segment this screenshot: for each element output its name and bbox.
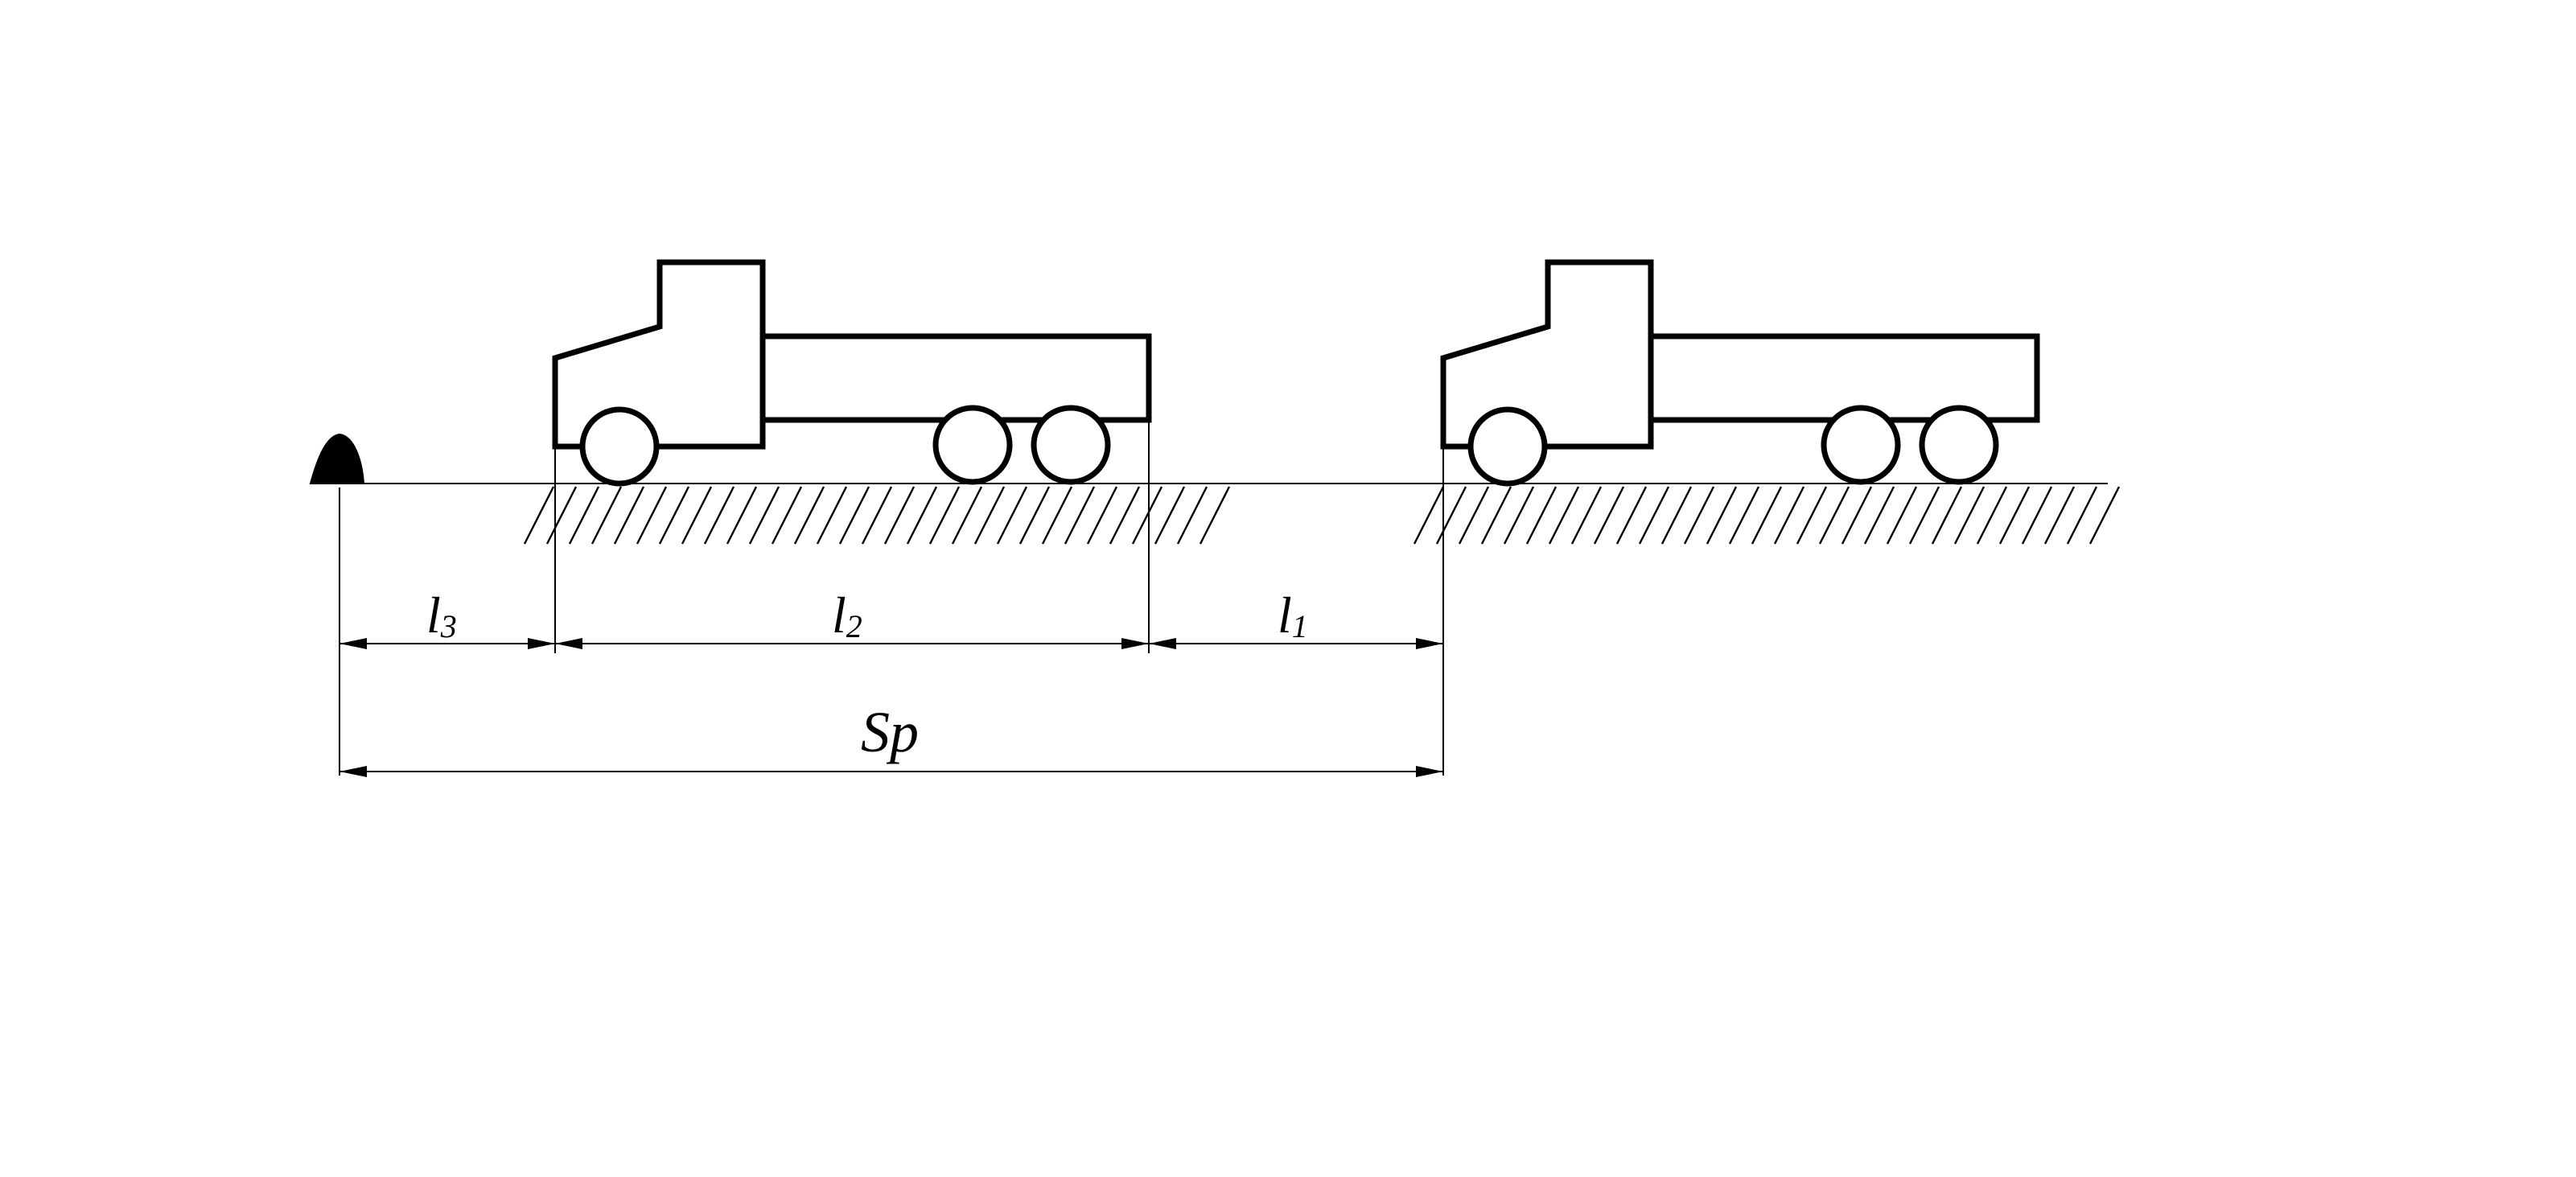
ground-hatch-right-stroke	[1435, 486, 1467, 545]
arrowhead-sp-right	[1416, 766, 1443, 777]
ground-hatch-right	[1413, 486, 2121, 545]
ground-hatch-left-stroke	[861, 486, 893, 545]
ground-hatch-right-stroke	[1525, 486, 1558, 545]
ground-hatch-left-stroke	[1086, 486, 1118, 545]
ground-hatch-left-stroke	[793, 486, 825, 545]
ground-hatch-right-stroke	[1458, 486, 1490, 545]
ground-hatch-right-stroke	[1841, 486, 1873, 545]
ground-hatch-left-stroke	[771, 486, 803, 545]
label-l2: l2	[832, 586, 862, 644]
ground-hatch-right-stroke	[1593, 486, 1625, 545]
ground-hatch-right-stroke	[2043, 486, 2076, 545]
ground-hatch-right-stroke	[1548, 486, 1580, 545]
ground-hatch-left-stroke	[1176, 486, 1208, 545]
ground-hatch-right-stroke	[1413, 486, 1445, 545]
ground-hatch-right-stroke	[1863, 486, 1895, 545]
ground-hatch-left-stroke	[1199, 486, 1231, 545]
ground-hatch-right-stroke	[1615, 486, 1648, 545]
label-l1-main: l	[1278, 586, 1292, 644]
ground-hatch-left-stroke	[928, 486, 961, 545]
ground-hatch-left-stroke	[1154, 486, 1186, 545]
ground-hatch-right-stroke	[1931, 486, 1963, 545]
ground-hatch-right-stroke	[1998, 486, 2031, 545]
ground-hatch-right-stroke	[1660, 486, 1693, 545]
ground-hatch-left-stroke	[1041, 486, 1073, 545]
truck-front	[1440, 259, 2040, 487]
truck-rear-middle-wheel	[932, 405, 1013, 485]
label-l1: l1	[1278, 586, 1308, 644]
ground-hatch-left-stroke	[703, 486, 735, 545]
label-l3-subscript: 3	[440, 608, 457, 644]
ground-hatch-right-stroke	[1976, 486, 2008, 545]
truck-front-cargo-bed	[1651, 333, 2040, 423]
ground-hatch-left-stroke	[906, 486, 938, 545]
arrowhead-l1-right	[1416, 638, 1443, 649]
arrowhead-l1-left	[1149, 638, 1176, 649]
dimension-arrowheads	[339, 638, 1443, 777]
ground-hatch-left	[523, 486, 1231, 545]
arrowhead-l2-right	[1121, 638, 1149, 649]
label-l3: l3	[426, 586, 457, 644]
truck-rear-back-wheel	[1031, 405, 1111, 485]
ground-hatch-right-stroke	[1908, 486, 1940, 545]
ground-hatch-right-stroke	[1706, 486, 1738, 545]
ground-hatch-left-stroke	[1018, 486, 1051, 545]
ground-hatch-right-stroke	[2021, 486, 2053, 545]
ground-hatch-right-stroke	[1638, 486, 1670, 545]
truck-front-middle-wheel	[1821, 405, 1901, 485]
ground-hatch-left-stroke	[613, 486, 645, 545]
ground-hatch-left-stroke	[591, 486, 623, 545]
ground-hatch-left-stroke	[973, 486, 1006, 545]
label-l3-main: l	[426, 586, 441, 644]
ground-hatch-right-stroke	[1751, 486, 1783, 545]
ground-hatch-right-stroke	[1953, 486, 1985, 545]
ground-hatch-left-stroke	[523, 486, 555, 545]
truck-rear-front-wheel	[579, 406, 660, 487]
arrowhead-l3-right	[528, 638, 555, 649]
ground-hatch-left-stroke	[726, 486, 758, 545]
ground-hatch-right-stroke	[1480, 486, 1512, 545]
ground-hatch-left-stroke	[816, 486, 848, 545]
truck-front-cab	[1440, 259, 1654, 450]
ground-hatch-right-stroke	[1818, 486, 1850, 545]
ground-hatch-left-stroke	[545, 486, 578, 545]
arrowhead-l2-left	[555, 638, 582, 649]
ground-hatch-left-stroke	[658, 486, 690, 545]
ground-hatch-left-stroke	[1131, 486, 1163, 545]
arrowhead-sp-left	[339, 766, 367, 777]
ground-hatch-right-stroke	[1886, 486, 1918, 545]
ground-hatch-right-stroke	[1503, 486, 1535, 545]
truck-rear-cab	[552, 259, 766, 450]
ground-hatch-left-stroke	[568, 486, 600, 545]
ground-hatch-left-stroke	[883, 486, 916, 545]
ground-hatch-left-stroke	[681, 486, 713, 545]
label-l2-subscript: 2	[846, 608, 862, 644]
ground-hatch-right-stroke	[1796, 486, 1828, 545]
truck-rear	[552, 259, 1152, 487]
ground-hatch-left-stroke	[748, 486, 780, 545]
ground-hatch-right-stroke	[1773, 486, 1805, 545]
label-l1-subscript: 1	[1292, 608, 1308, 644]
ground-hatch-right-stroke	[1728, 486, 1760, 545]
obstacle-bump	[309, 433, 365, 484]
ground-hatch-right-stroke	[1570, 486, 1603, 545]
ground-hatch-right-stroke	[1683, 486, 1715, 545]
truck-rear-cargo-bed	[763, 333, 1152, 423]
ground-hatch-left-stroke	[1064, 486, 1096, 545]
ground-hatch-left-stroke	[1109, 486, 1141, 545]
ground-hatch-left-stroke	[996, 486, 1028, 545]
ground-hatch-left-stroke	[951, 486, 983, 545]
label-sp: Sp	[861, 700, 919, 764]
ground-hatch-right-stroke	[2066, 486, 2098, 545]
ground-hatch-left-stroke	[636, 486, 668, 545]
ground-hatch-right-stroke	[2088, 486, 2121, 545]
truck-front-front-wheel	[1467, 406, 1548, 487]
label-l2-main: l	[832, 586, 846, 644]
truck-front-back-wheel	[1919, 405, 1999, 485]
arrowhead-l3-left	[339, 638, 367, 649]
ground-hatch-left-stroke	[838, 486, 870, 545]
